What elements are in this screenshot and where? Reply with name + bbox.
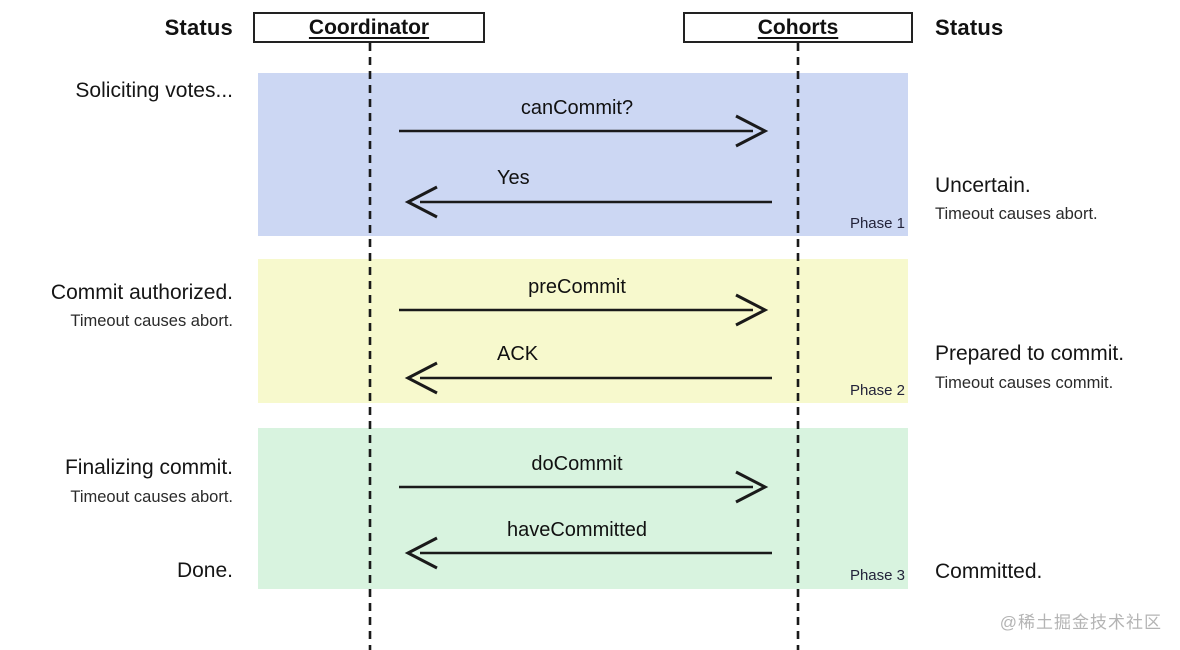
phase3-left-end-status: Done. [176, 559, 233, 582]
phase2-label: Phase 2 [849, 382, 905, 399]
yes-arrowhead [404, 185, 438, 219]
phase3-left-substatus: Timeout causes abort. [70, 488, 233, 506]
cancommit-message-label: canCommit? [520, 97, 634, 119]
ack-message-label: ACK [497, 343, 539, 365]
precommit-arrowhead [735, 293, 769, 327]
phase2-left-substatus: Timeout causes abort. [70, 312, 233, 330]
phase3-left-status: Finalizing commit. [64, 456, 233, 479]
phase1-label: Phase 1 [849, 215, 905, 232]
havecommitted-arrowhead [404, 536, 438, 570]
watermark-text: @稀土掘金技术社区 [999, 613, 1162, 632]
phase3-band [258, 428, 908, 589]
ack-arrowhead [404, 361, 438, 395]
phase1-left-status: Soliciting votes... [75, 79, 233, 102]
phase2-right-substatus: Timeout causes commit. [935, 374, 1114, 392]
cancommit-arrowhead [735, 114, 769, 148]
phase2-left-status: Commit authorized. [50, 281, 233, 304]
coordinator-label: Coordinator [308, 15, 430, 39]
phase3-label: Phase 3 [849, 567, 905, 584]
phase1-right-substatus: Timeout causes abort. [935, 205, 1098, 223]
havecommitted-message-label: haveCommitted [506, 519, 648, 541]
phase3-right-end-status: Committed. [935, 560, 1043, 583]
left-status-header: Status [164, 15, 233, 40]
right-status-header: Status [935, 15, 1004, 40]
docommit-message-label: doCommit [531, 453, 623, 475]
docommit-arrowhead [735, 470, 769, 504]
cohorts-label: Cohorts [757, 15, 839, 39]
precommit-message-label: preCommit [528, 276, 626, 298]
phase1-band [258, 73, 908, 236]
coordinator-box: Coordinator [253, 12, 485, 43]
cohorts-box: Cohorts [683, 12, 913, 43]
phase1-right-status: Uncertain. [935, 174, 1031, 197]
yes-message-label: Yes [497, 167, 530, 189]
phase2-right-status: Prepared to commit. [935, 342, 1125, 365]
